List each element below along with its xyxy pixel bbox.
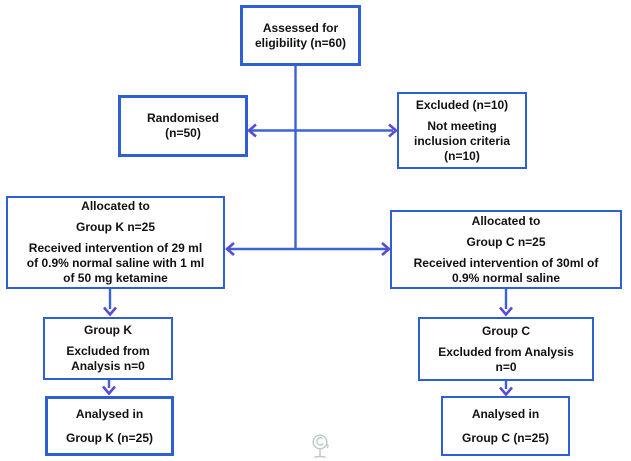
arrowhead-to-randomised-icon <box>247 123 257 138</box>
analysed-k-count: Group K (n=25) <box>65 430 153 445</box>
analysed-c-title: Analysed in <box>471 406 540 421</box>
arrowhead-to-excl-c-icon <box>499 306 513 317</box>
excl-c-title: Group C <box>482 323 530 338</box>
alloc-k-count: Group K n=25 <box>75 220 155 234</box>
box-analysed-group-c: Analysed in Group C (n=25) <box>441 396 570 456</box>
excluded-count-text: Excluded (n=10) <box>415 97 509 112</box>
arrowhead-to-alloc-c-icon <box>381 242 391 256</box>
box-allocated-group-k: Allocated to Group K n=25 Received inter… <box>6 196 225 289</box>
alloc-k-intervention: Received intervention of 29 ml of 0.9% n… <box>26 241 205 285</box>
arrowhead-to-excluded-icon <box>388 123 398 138</box>
box-randomised: Randomised (n=50) <box>118 95 248 157</box>
box-assessed-eligibility: Assessed for eligibility (n=60) <box>240 5 361 66</box>
analysed-c-count: Group C (n=25) <box>461 430 549 445</box>
alloc-k-title: Allocated to <box>81 199 150 213</box>
arrowhead-to-analysed-k-icon <box>102 385 116 396</box>
excl-k-detail: Excluded from Analysis n=0 <box>66 344 150 373</box>
arrowhead-to-alloc-k-icon <box>225 242 235 256</box>
box-excluded-analysis-group-c: Group C Excluded from Analysis n=0 <box>418 317 594 381</box>
alloc-c-intervention: Received intervention of 30ml of 0.9% no… <box>413 255 599 285</box>
box-excluded: Excluded (n=10) Not meeting inclusion cr… <box>397 92 527 169</box>
assessed-text: Assessed for eligibility (n=60) <box>254 20 347 50</box>
randomised-text: Randomised (n=50) <box>146 111 219 140</box>
watermark-logo-icon <box>312 434 329 458</box>
box-excluded-analysis-group-k: Group K Excluded from Analysis n=0 <box>43 317 173 380</box>
excl-c-detail: Excluded from Analysis n=0 <box>438 344 574 374</box>
alloc-c-title: Allocated to <box>471 213 541 228</box>
analysed-k-title: Analysed in <box>75 406 144 421</box>
excl-k-title: Group K <box>84 323 132 337</box>
excluded-reason-text: Not meeting inclusion criteria (n=10) <box>413 118 511 163</box>
arrowhead-to-analysed-c-icon <box>499 386 513 397</box>
arrowhead-to-excl-k-icon <box>103 306 117 317</box>
alloc-c-count: Group C n=25 <box>466 234 546 249</box>
box-analysed-group-k: Analysed in Group K (n=25) <box>45 396 174 456</box>
box-allocated-group-c: Allocated to Group C n=25 Received inter… <box>390 210 622 289</box>
